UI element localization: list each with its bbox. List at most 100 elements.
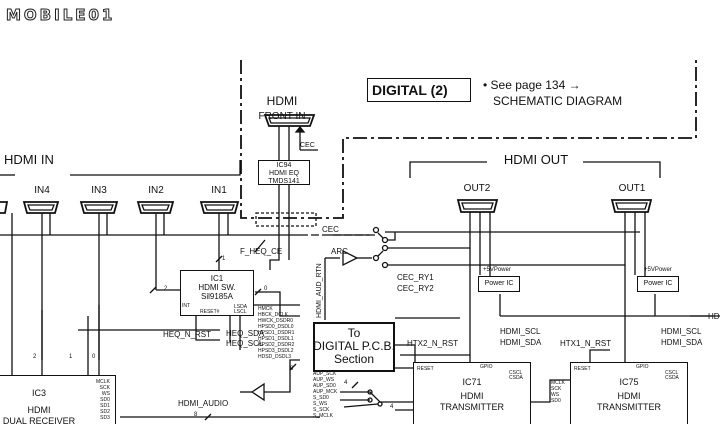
- ic71-line1: HDMI: [460, 391, 484, 402]
- ic1-line1: HDMI SW.: [198, 283, 236, 293]
- ic1-label: IC1 HDMI SW. Sil9185A: [180, 274, 254, 302]
- front-hdmi-title: HDMI: [266, 94, 298, 108]
- front-panel-boundary: [240, 60, 697, 219]
- bus-num-2b: 2: [33, 354, 37, 360]
- cec-signal-label: CEC: [322, 225, 339, 234]
- ic3-box: [0, 375, 116, 424]
- hdmi-scl-label-2: HDMI_SCL: [661, 327, 702, 336]
- digital-pcb-label: To DIGITAL P.C.B. Section: [313, 326, 395, 367]
- digital-pcb-line2: DIGITAL P.C.B.: [313, 339, 395, 354]
- heq-sda-label: HEQ_SDA: [226, 329, 265, 338]
- power-ic-2-box: [637, 276, 679, 292]
- ic3-pin: MCLK: [96, 379, 110, 385]
- input-label-in1: IN1: [211, 185, 227, 196]
- cec-ry2-label: CEC_RY2: [397, 284, 434, 293]
- ic94-label: IC94 HDMI EQ TMDS141: [258, 162, 310, 186]
- ic1-bus-pin: HDSD_DSDL3: [258, 354, 292, 360]
- bus-num-4b: 4: [390, 404, 394, 410]
- ic75-box: [570, 362, 688, 424]
- pcb-pin: S_SCK: [313, 407, 330, 413]
- pcb-pin: AUP_MCK: [313, 389, 338, 395]
- ic75-line1: HDMI: [617, 391, 641, 402]
- ic3-label: IC3 HDMI DUAL RECEIVER: [0, 388, 78, 424]
- input-connectors: [0, 201, 240, 214]
- hdmi-in-group-label: HDMI IN: [4, 152, 54, 167]
- front-in-connector: [263, 114, 318, 160]
- ic1-pin-lscl: LSCL: [234, 309, 247, 315]
- ic71-pin-gpio: GPIO: [480, 364, 493, 370]
- pcb-pin: AUP_SD0: [313, 383, 336, 389]
- digital-pcb-line1: To: [347, 326, 361, 340]
- power-ic-2-supply: +5VPower: [644, 267, 672, 273]
- ic94-line2: TMDS141: [268, 178, 300, 186]
- ic1-name: IC1: [210, 274, 224, 283]
- power-ic-1-label: Power IC: [484, 280, 514, 287]
- ic3-pin: SD1: [100, 403, 110, 409]
- input-label-in4: IN4: [34, 185, 50, 196]
- ic75-input-pin-list: MCLK SCK WS SD0: [551, 380, 565, 404]
- ic3-line1: HDMI: [27, 405, 51, 416]
- hdmi-scl-label-1: HDMI_SCL: [500, 327, 541, 336]
- input-label-in2: IN2: [148, 185, 164, 196]
- f-heq-ce-label: F_HEQ_CE: [240, 247, 283, 256]
- ic71-label: IC71 HDMI TRANSMITTER: [413, 377, 531, 412]
- ic75-pin-csda: CSDA: [665, 375, 679, 381]
- hdmi-right-edge-label: HD: [708, 312, 720, 321]
- hdmi-out-group-label: HDMI OUT: [503, 152, 569, 167]
- ic71-pin-reset: RESET: [417, 366, 434, 372]
- ic75-pin-cscl: CSCL: [665, 370, 679, 376]
- ic71-pin-cscl: CSCL: [509, 370, 523, 376]
- ic1-pin-lsda: LSDA: [234, 304, 248, 310]
- output-label-out2: OUT2: [463, 183, 491, 194]
- power-ic-1-supply: +5VPower: [483, 267, 511, 273]
- ic3-line2: DUAL RECEIVER: [2, 415, 76, 424]
- hdmi-out-bracket: [409, 161, 487, 178]
- ic94-box: [258, 160, 310, 185]
- page-title: DIGITAL (2): [372, 82, 448, 98]
- htx1-n-rst-label: HTX1_N_RST: [560, 339, 612, 348]
- cec-taps: [49, 213, 229, 235]
- ic1-bus-pin: HPSD0_DSDL0: [258, 324, 294, 330]
- hdmi-aud-rtn-label: HDMI_AUD_RTN: [316, 263, 323, 318]
- heq-scl-label: HEQ_SCL: [226, 339, 264, 348]
- ic94-line1: HDMI EQ: [269, 170, 299, 178]
- front-in-label: FRONT IN: [258, 111, 306, 122]
- ic1-bus-pin: HPSD1_DSDL1: [258, 336, 294, 342]
- ic3-pin-list: MCLK SCK WS SD0 SD1 SD2 SD3: [96, 379, 110, 421]
- cec-ry1-label: CEC_RY1: [397, 273, 434, 282]
- ic1-pin-int: INT: [182, 303, 191, 309]
- ic71-line2: TRANSMITTER: [440, 401, 504, 412]
- pcb-pin: S_MCLK: [313, 413, 334, 419]
- hdmi-sda-label-2: HDMI_SDA: [661, 338, 703, 347]
- ic75-input-pin: SCK: [551, 386, 562, 392]
- ic75-name: IC75: [619, 377, 639, 387]
- power-ic-2-label: Power IC: [643, 280, 673, 287]
- bus-num-2a: 2: [164, 286, 168, 292]
- front-cec-label: CEC: [300, 142, 315, 149]
- ic1-bus-pin: HWCK_DSDR0: [258, 318, 294, 324]
- pcb-pin: S_SD0: [313, 395, 329, 401]
- ic1-bus-pin: HPSD1_DSDR1: [258, 330, 295, 336]
- page-note-line1: • See page 134 →: [483, 78, 581, 92]
- page-note-line2: SCHEMATIC DIAGRAM: [493, 94, 623, 108]
- bus-num-8b: 8: [194, 412, 198, 418]
- pcb-pin: S_WS: [313, 401, 328, 407]
- bus-num-0a: 0: [264, 286, 268, 292]
- ic3-pin: SCK: [99, 385, 110, 391]
- bus-num-0b: 0: [92, 354, 96, 360]
- input-label-in3: IN3: [91, 185, 107, 196]
- arc-label: ARC: [331, 247, 348, 256]
- cec-relay: [372, 212, 626, 269]
- ic94-name: IC94: [276, 162, 292, 169]
- hdmi-sda-label-1: HDMI_SDA: [500, 338, 542, 347]
- pcb-pin-list: AUP_SCK AUP_WS AUP_SD0 AUP_MCK S_SD0 S_W…: [313, 371, 337, 419]
- ic3-pin: SD2: [100, 409, 110, 415]
- ic75-input-pin: SD0: [551, 398, 561, 404]
- ic3-pin: SD0: [100, 397, 110, 403]
- page-title-box: [367, 78, 471, 102]
- ic1-line2: Sil9185A: [200, 292, 234, 302]
- ic75-line2: TRANSMITTER: [597, 401, 661, 412]
- ic71-pin-csda: CSDA: [509, 375, 523, 381]
